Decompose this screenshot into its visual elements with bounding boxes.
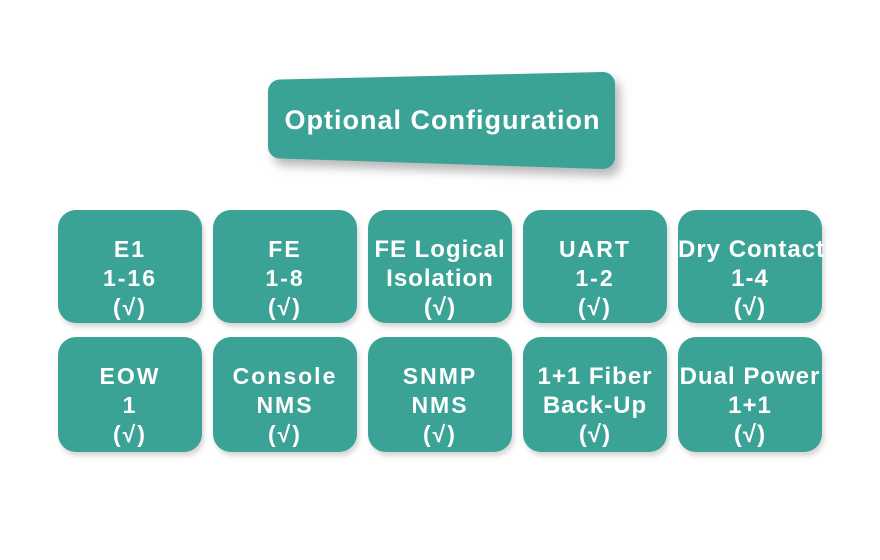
- check-mark: (√): [733, 421, 767, 448]
- feature-box-e1: E1 1-16 (√): [58, 210, 202, 323]
- feature-title: Dry Contact: [678, 236, 826, 263]
- feature-range: 1-2: [575, 265, 615, 291]
- feature-box-snmp-nms: SNMP NMS (√): [368, 337, 512, 452]
- feature-box-fiber-backup: 1+1 Fiber Back-Up (√): [523, 337, 667, 452]
- feature-title: SNMP: [402, 363, 478, 389]
- check-mark: (√): [113, 294, 147, 320]
- feature-box-fe-logical-isolation: FE Logical Isolation (√): [368, 210, 512, 323]
- banner-title: Optional Configuration: [284, 105, 601, 135]
- check-mark: (√): [578, 294, 612, 320]
- feature-row-1: E1 1-16 (√) FE 1-8 (√) FE Logical Isolat…: [58, 210, 826, 323]
- check-mark: (√): [733, 294, 767, 321]
- feature-title: Dual Power: [679, 363, 821, 390]
- feature-title-2: Isolation: [386, 265, 494, 292]
- feature-box-uart: UART 1-2 (√): [523, 210, 667, 323]
- feature-title: Console: [232, 363, 338, 389]
- feature-row-2: EOW 1 (√) Console NMS (√) SNMP NMS (√) 1…: [58, 337, 822, 452]
- feature-title: E1: [113, 236, 147, 262]
- feature-title: FE: [268, 236, 302, 262]
- feature-title-2: NMS: [256, 392, 314, 418]
- feature-box-dry-contact: Dry Contact 1-4 (√): [678, 210, 826, 323]
- feature-title-2: NMS: [411, 392, 469, 418]
- feature-title: FE Logical: [374, 236, 506, 263]
- banner: Optional Configuration: [255, 58, 630, 183]
- feature-box-eow: EOW 1 (√): [58, 337, 202, 452]
- feature-box-dual-power: Dual Power 1+1 (√): [678, 337, 822, 452]
- feature-title: 1+1 Fiber: [537, 363, 653, 390]
- feature-title-2: Back-Up: [542, 392, 648, 419]
- feature-range: 1+1: [728, 392, 772, 419]
- check-mark: (√): [113, 421, 147, 447]
- feature-range: 1-4: [731, 265, 769, 292]
- check-mark: (√): [268, 421, 302, 447]
- check-mark: (√): [423, 421, 457, 447]
- feature-title: EOW: [99, 363, 161, 389]
- check-mark: (√): [423, 294, 457, 321]
- feature-range: 1-8: [265, 265, 305, 291]
- check-mark: (√): [578, 421, 612, 448]
- feature-box-fe: FE 1-8 (√): [213, 210, 357, 323]
- feature-range: 1-16: [102, 265, 158, 291]
- feature-box-console-nms: Console NMS (√): [213, 337, 357, 452]
- check-mark: (√): [268, 294, 302, 320]
- feature-range: 1: [122, 392, 138, 418]
- feature-title: UART: [559, 236, 631, 262]
- banner-shape: [268, 72, 615, 169]
